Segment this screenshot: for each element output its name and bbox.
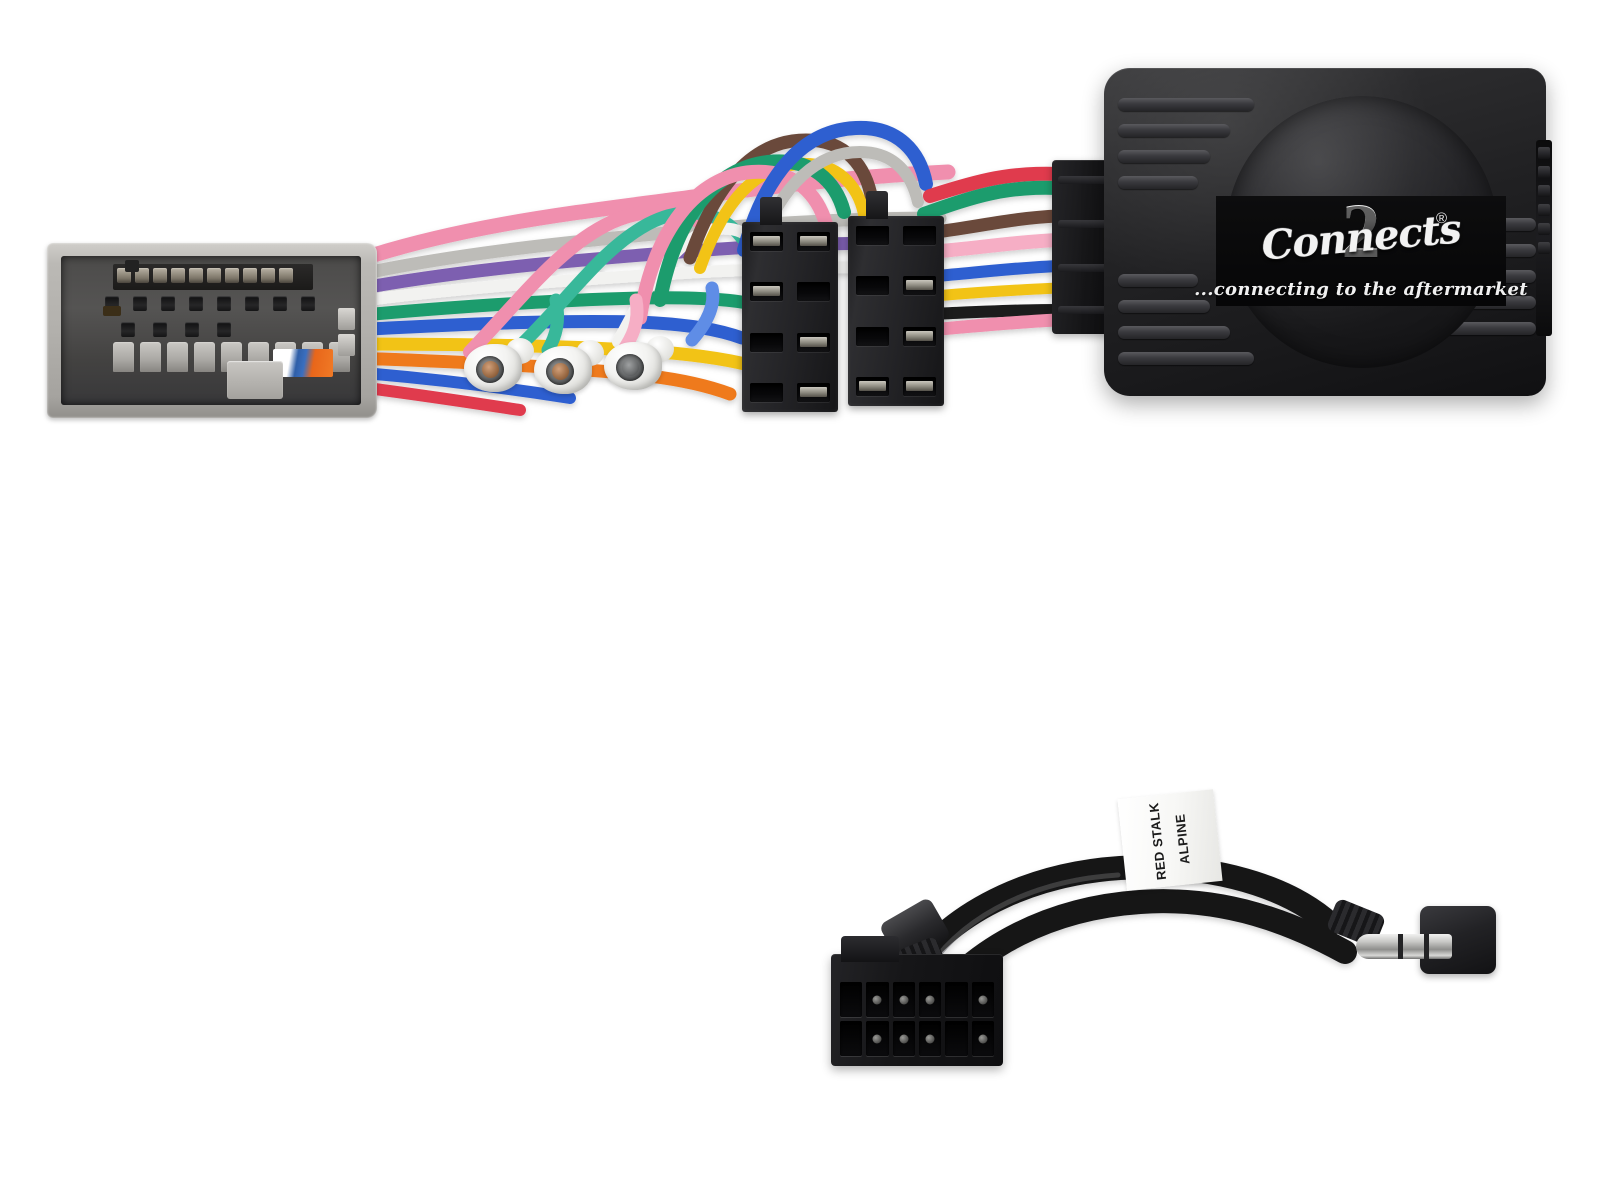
patch-connector-hood [841,936,899,962]
iso-a-slot-grid [750,232,830,402]
module-harness-shroud [1052,160,1114,334]
quadlock-color-marker [273,349,333,377]
quadlock-side-latch-upper [338,308,355,330]
module-port-strip [1536,140,1552,336]
wire-brown-module [929,209,1065,239]
quadlock-mid-pin-row [105,296,315,311]
quadlock-pin-face [61,256,361,405]
quadlock-keying-notch-2 [103,306,121,316]
jack-insulator-ring-2 [1398,934,1403,959]
iso-b-slot-grid [856,226,936,396]
brand-lockup: 2 Connects ® [1236,192,1486,279]
wire-green-module [917,180,1065,221]
label-line-2: RED STALK [1146,801,1170,881]
module-port-slot-2 [1538,166,1550,178]
jack-insulator-ring-1 [1424,934,1429,959]
wire-blue-module [930,260,1064,282]
brand-tagline: ...connecting to the aftermarket [1194,279,1528,300]
iso-a-latch-tab [760,197,782,225]
bullet-connector-1 [464,336,534,396]
module-port-slot-6 [1538,242,1550,254]
wire-yellow-module [928,282,1064,302]
vehicle-quadlock-connector [47,243,377,418]
module-fin-right-5 [1440,322,1536,335]
brand-numeral: 2 [1341,187,1381,274]
module-fin-4 [1118,176,1198,189]
patch-lead-identification-label: RED STALK ALPINE [1117,789,1223,891]
module-fin-2 [1118,124,1230,137]
module-fin-7 [1118,326,1230,339]
module-fin-3 [1118,150,1210,163]
quadlock-mid-pin-row-2 [121,322,231,337]
iso-b-latch-tab [866,191,888,219]
module-port-slot-1 [1538,147,1550,159]
iso-speaker-block-b [848,191,944,406]
quadlock-side-latch-lower [338,334,355,356]
wire-tail-blue-bullet [685,281,720,347]
quadlock-upper-pin-row [117,268,293,283]
wire-teal-arc [513,206,749,353]
quadlock-locking-tab [227,361,283,399]
wire-pink-module-2 [921,313,1065,337]
connects2-interface-module: 2 Connects ® ...connecting to the afterm… [1104,68,1552,396]
wire-pink-arc-1 [463,204,721,359]
bullet-connector-3 [604,334,674,394]
wire-black-module [924,304,1064,320]
module-port-slot-3 [1538,185,1550,197]
wire-purple [345,236,937,297]
label-line-1: ALPINE [1172,812,1193,865]
iso-power-block-a [742,197,838,412]
module-port-slot-5 [1538,223,1550,235]
jack-tip-contact [1356,934,1452,959]
wire-red-module [923,166,1067,203]
module-fin-1 [1118,98,1254,111]
module-fin-6 [1118,300,1210,313]
bullet-2-bore [546,358,574,385]
bullet-connector-2 [534,338,604,398]
module-port-slot-4 [1538,204,1550,216]
module-brand-label: 2 Connects ® ...connecting to the afterm… [1194,192,1528,306]
registered-trademark-icon: ® [1436,210,1448,227]
quadlock-keying-notch [125,260,139,272]
module-fin-5 [1118,274,1198,287]
wire-pink-module [923,233,1065,259]
stereo-jack-plug-3p5mm [1336,900,1496,984]
bullet-1-bore [476,356,504,383]
brand-wordmark: Connects [1259,205,1463,270]
patch-connector-pin-grid [840,982,994,1056]
wire-blue-1 [345,314,749,345]
module-fin-8 [1118,352,1254,365]
wire-green-1 [345,291,767,323]
patch-cable-highlight [927,872,1121,969]
bullet-3-bore [616,354,644,381]
patch-lead-12pin-connector [831,936,1003,1066]
wire-white-arc [612,222,764,348]
